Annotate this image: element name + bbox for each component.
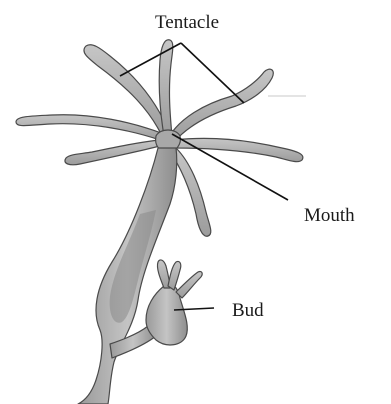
tentacle-right — [174, 138, 303, 161]
bud-tentacle-3 — [176, 271, 202, 298]
tentacle-leader-right — [181, 43, 244, 103]
tentacle-left — [16, 115, 164, 140]
hydra-illustration — [16, 40, 303, 404]
mouth-label: Mouth — [304, 205, 355, 226]
tentacle-lower-left — [65, 140, 160, 165]
bud-tentacle-2 — [168, 261, 181, 290]
bud-label: Bud — [232, 300, 264, 321]
tentacle-label: Tentacle — [155, 12, 219, 33]
